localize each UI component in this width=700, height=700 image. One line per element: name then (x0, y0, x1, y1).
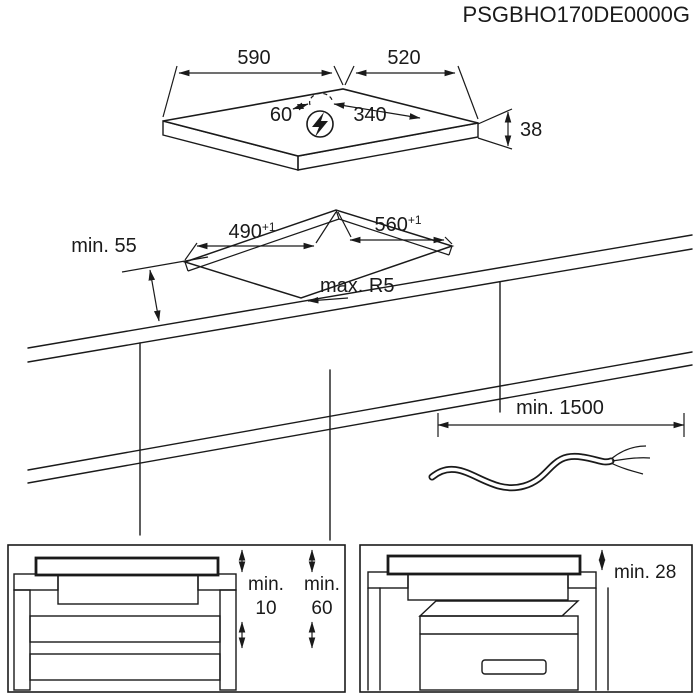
hob-thickness-label: 38 (520, 119, 542, 141)
cable-position-dimension: 60 340 (270, 102, 421, 126)
clearance-28-label: min. 28 (614, 562, 676, 583)
hob-pan-section (57, 573, 199, 605)
cutout-width-label: 490+1 (228, 220, 275, 243)
cutout-width-dimension: 490+1 (184, 211, 337, 261)
cable-entry-dashed-outline (308, 92, 333, 106)
worktop-section-right (197, 573, 237, 591)
power-connection-icon (306, 110, 334, 138)
clearance-10-min-label: min. (248, 574, 284, 595)
edge-clearance-label: min. 55 (71, 235, 137, 257)
hob-depth-dimension: 520 (344, 47, 479, 120)
cutout-depth-label: 560+1 (374, 213, 421, 236)
cabinet-wall-left (13, 589, 31, 691)
corner-radius-label: max. R5 (320, 275, 394, 297)
hob-thickness-dimension: 38 (477, 108, 542, 150)
shelf-upper (29, 615, 221, 643)
hob-top-section-oven (386, 554, 582, 576)
mains-cable-drawing (428, 445, 651, 492)
worktop-section-left (13, 573, 59, 591)
clearance-28-dimension: min. 28 (598, 549, 676, 583)
cabinet-rail-top (27, 351, 693, 471)
cable-length-view: min. 1500 (428, 397, 685, 492)
drawer-view-frame (7, 544, 346, 693)
clearance-60-value: 60 (311, 598, 332, 619)
hob-width-dimension: 590 (162, 47, 344, 118)
cabinet-rail-bottom (27, 364, 693, 484)
hob-depth-label: 520 (387, 47, 420, 69)
oven-view-frame (359, 544, 693, 693)
product-code: PSGBHO170DE0000G (463, 2, 690, 27)
hob-width-label: 590 (237, 47, 270, 69)
oven-clearance-view: min. 28 (359, 544, 693, 693)
corner-radius-dimension: max. R5 (307, 275, 394, 304)
hob-top-section (34, 556, 220, 577)
clearance-10-dimension: min. 10 (238, 549, 284, 649)
drawer-clearance-view: min. 10 min. 60 (7, 544, 346, 693)
clearance-10-value: 10 (255, 598, 276, 619)
cable-length-label: min. 1500 (516, 397, 604, 419)
cutout-depth-dimension: 560+1 (337, 211, 453, 245)
cable-offset-left-label: 60 (270, 104, 292, 126)
worktop-front-top-edge (27, 234, 693, 349)
hob-isometric-view: 590 520 38 60 340 (162, 47, 542, 171)
worktop-front-bottom-edge (27, 248, 693, 363)
clearance-60-min-label: min. (304, 574, 340, 595)
oven-front-face (419, 615, 579, 691)
clearance-60-dimension: min. 60 (304, 549, 340, 649)
shelf-lower (29, 653, 221, 681)
oven-handle (481, 659, 547, 675)
cable-offset-right-label: 340 (353, 104, 386, 126)
edge-clearance-dimension: min. 55 (71, 235, 209, 322)
cabinet-wall-right (219, 589, 237, 691)
worktop-section-oven-right (567, 571, 597, 589)
oven-drawing (418, 600, 580, 691)
worktop-cutout-view: 490+1 560+1 min. 55 max. R5 (27, 209, 693, 541)
hob-pan-section-oven (407, 571, 569, 601)
oven-top-face (418, 600, 580, 617)
